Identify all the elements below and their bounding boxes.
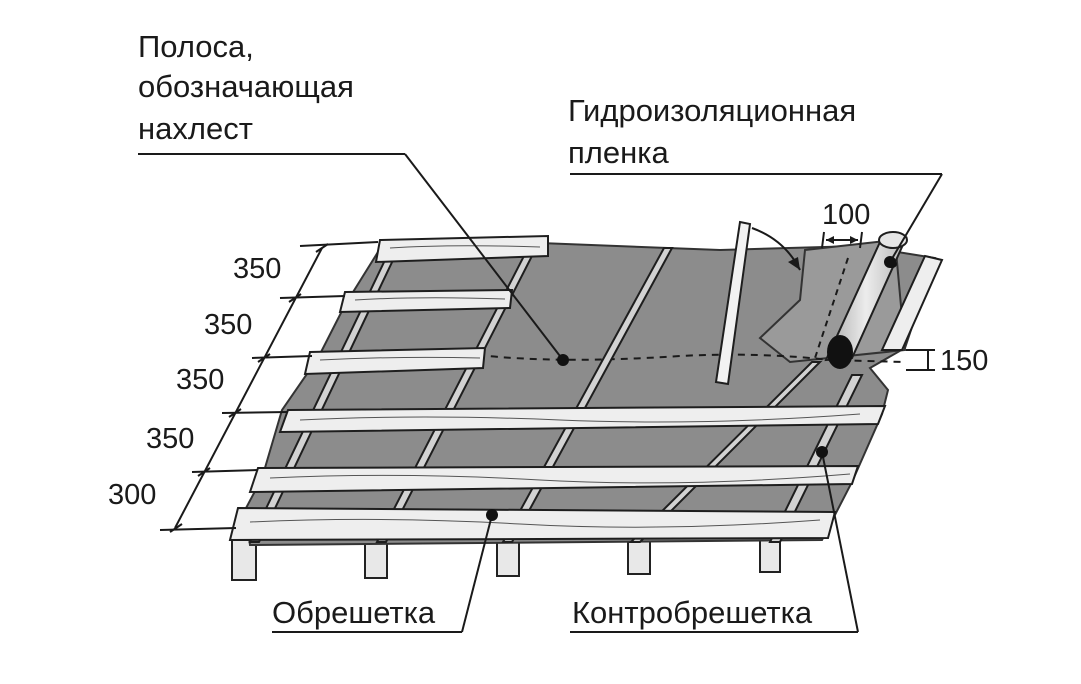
label-overlap-strip-line1: Полоса, (138, 29, 254, 64)
spacing-dimension-line (159, 241, 379, 531)
overhang-150-dimension (906, 349, 935, 371)
rafter-ends (231, 539, 781, 581)
dim-spacing-3: 350 (176, 364, 225, 396)
dim-spacing-4: 350 (146, 423, 195, 455)
label-battens: Обрешетка (272, 595, 436, 630)
leader-dots (486, 256, 896, 521)
loose-batten-arrowhead (788, 257, 800, 270)
dim-arrow-left (826, 236, 834, 244)
dim-spacing-5: 300 (108, 479, 157, 511)
dim-arrow-right (850, 236, 858, 244)
label-waterproofing-film-line1: Гидроизоляционная (568, 93, 857, 128)
label-overlap-strip-line2: обозначающая (138, 69, 354, 104)
dim-film-overlap: 100 (822, 199, 871, 231)
label-waterproofing-film-line2: пленка (568, 135, 669, 170)
dim-spacing-1: 350 (233, 253, 282, 285)
leader-lines (138, 153, 943, 633)
right-counter-batten (880, 254, 944, 351)
spacing-dimension-ticks (169, 243, 329, 533)
loose-counter-batten (714, 220, 752, 386)
label-overlap-strip-line3: нахлест (138, 111, 253, 146)
overlap-dashed-line (477, 353, 906, 363)
wood-grain (249, 245, 861, 528)
dim-film-overhang: 150 (940, 345, 989, 377)
label-counter-battens: Контробрешетка (572, 595, 813, 630)
dim-spacing-2: 350 (204, 309, 253, 341)
battens (228, 234, 887, 542)
